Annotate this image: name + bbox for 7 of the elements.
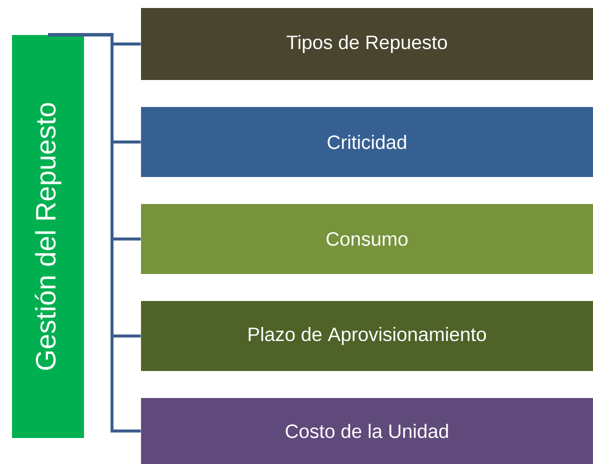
category-box: Consumo xyxy=(141,204,593,274)
title-band: Gestión del Repuesto xyxy=(12,35,84,438)
category-box: Criticidad xyxy=(141,107,593,177)
bracket-connector xyxy=(48,33,141,432)
category-box: Costo de la Unidad xyxy=(141,398,593,464)
category-box: Tipos de Repuesto xyxy=(141,8,593,80)
category-box: Plazo de Aprovisionamiento xyxy=(141,301,593,371)
